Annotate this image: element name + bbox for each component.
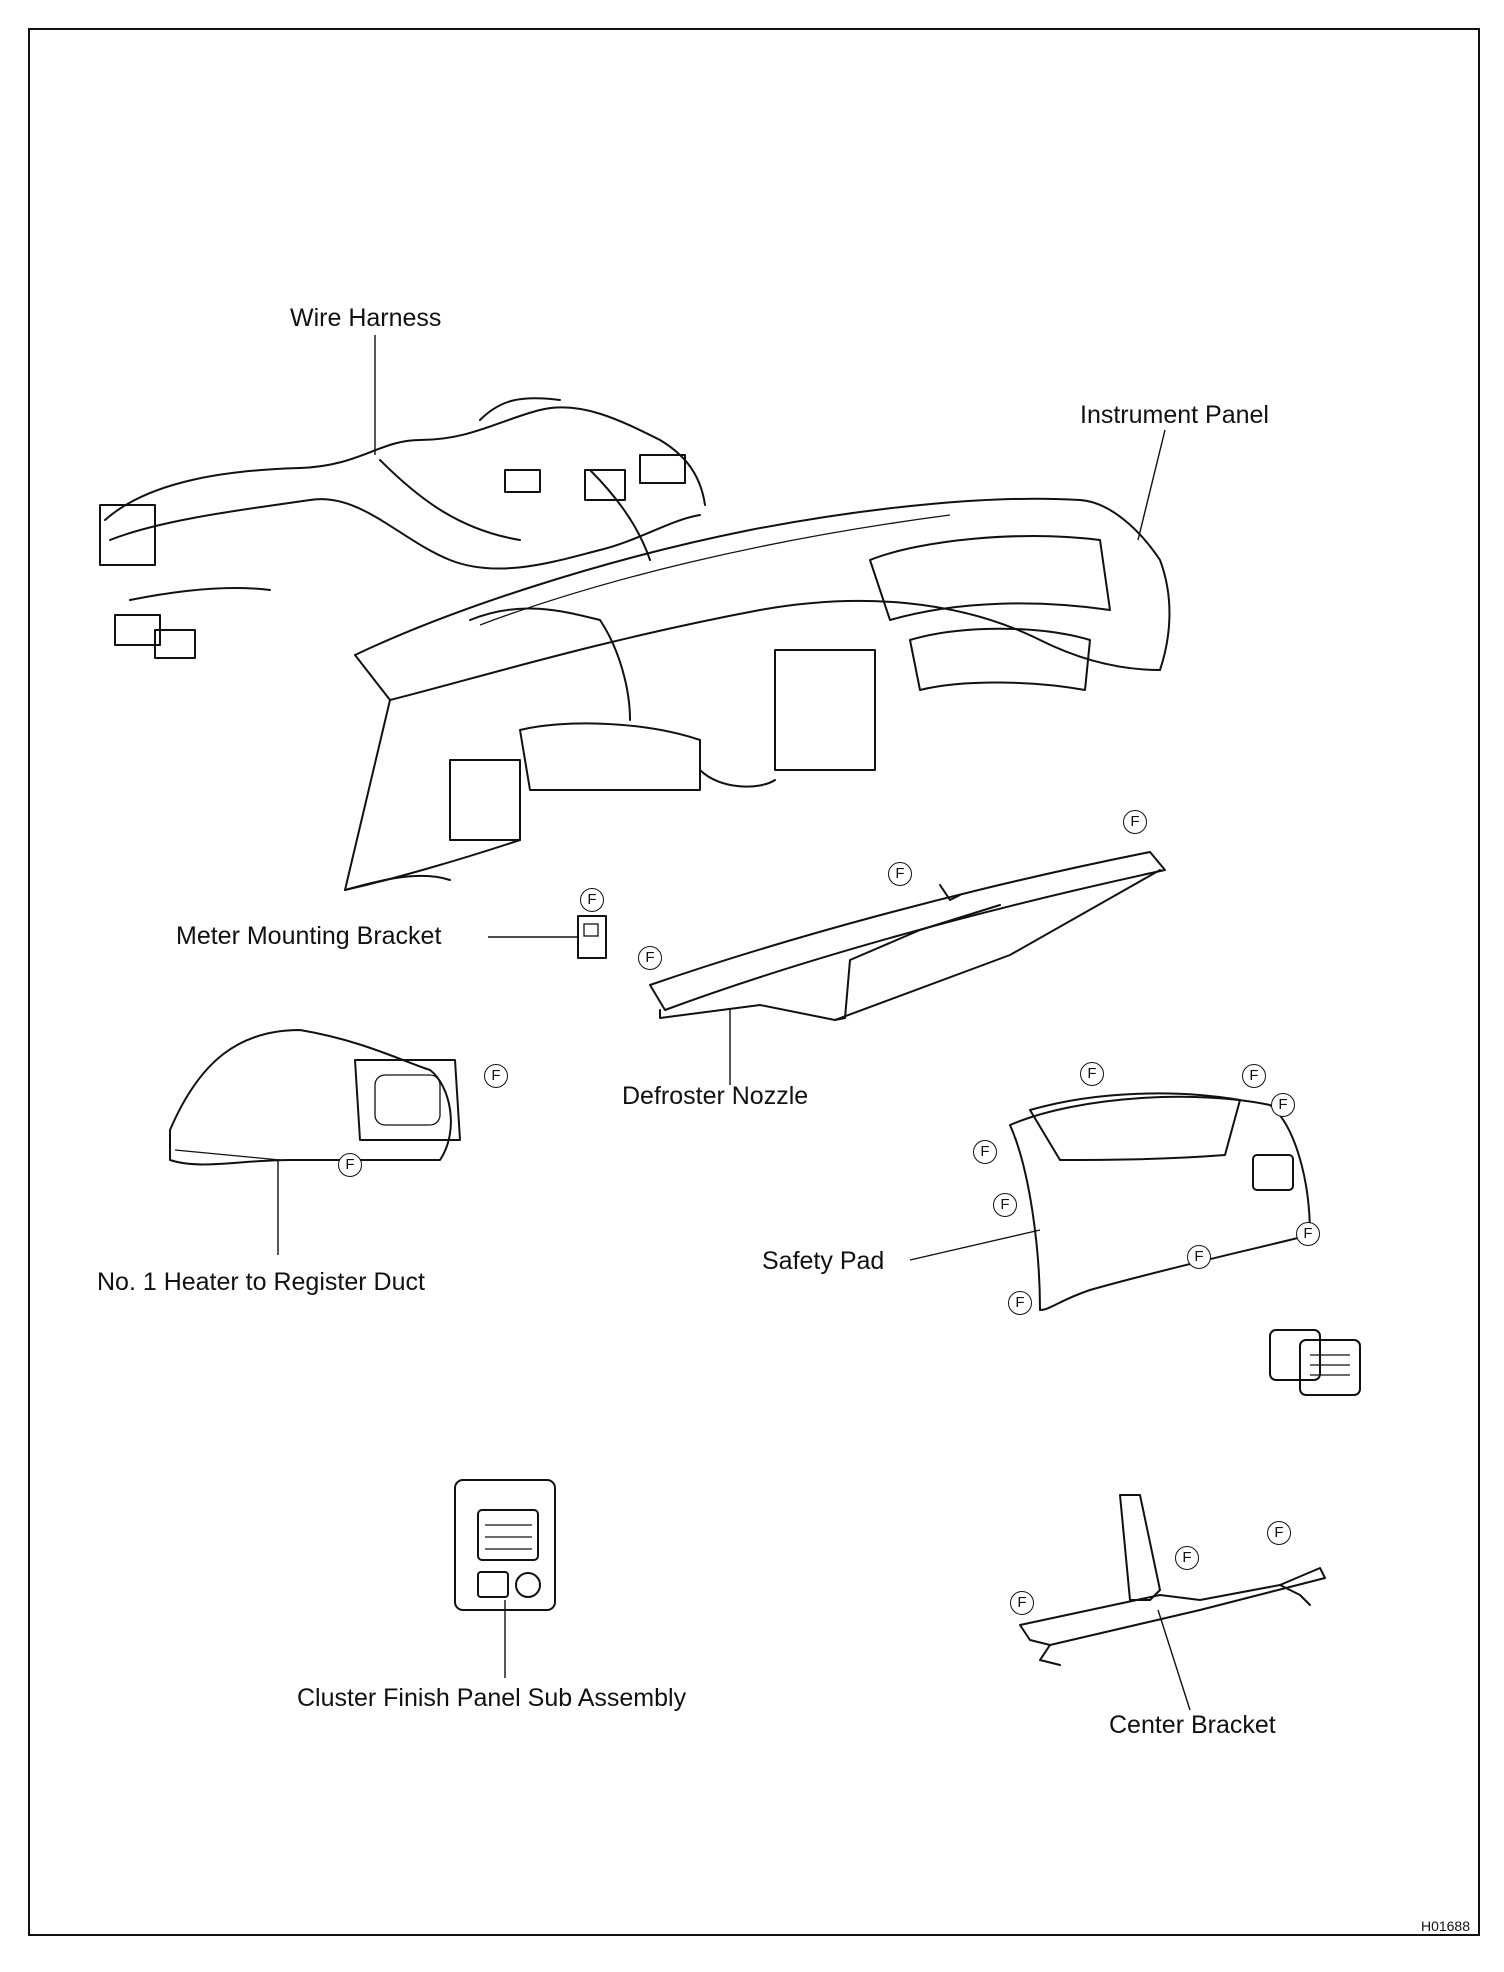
label-center-bracket: Center Bracket — [1109, 1711, 1276, 1739]
label-safety-pad: Safety Pad — [762, 1247, 885, 1275]
fastener-marker: F — [1267, 1521, 1291, 1545]
fastener-marker: F — [993, 1193, 1017, 1217]
side-register-vent-drawing — [1269, 1329, 1361, 1396]
fastener-marker: F — [1008, 1291, 1032, 1315]
figure-code: H01688 — [1420, 1918, 1470, 1934]
fastener-marker: F — [1123, 810, 1147, 834]
defroster-nozzle-drawing — [649, 851, 1166, 1021]
fastener-marker: F — [1010, 1591, 1034, 1615]
label-cluster-finish-panel: Cluster Finish Panel Sub Assembly — [297, 1684, 687, 1712]
label-wire-harness: Wire Harness — [290, 304, 442, 332]
meter-mounting-bracket-drawing — [577, 915, 607, 959]
label-meter-mounting-bracket: Meter Mounting Bracket — [176, 922, 442, 950]
center-bracket-drawing — [1019, 1494, 1326, 1666]
fastener-marker: F — [580, 888, 604, 912]
cluster-finish-panel-drawing — [454, 1479, 556, 1611]
fastener-marker: F — [1080, 1062, 1104, 1086]
label-defroster-nozzle: Defroster Nozzle — [622, 1082, 809, 1110]
heater-duct-drawing — [169, 1029, 461, 1166]
label-instrument-panel: Instrument Panel — [1080, 401, 1269, 429]
instrument-panel-drawing — [344, 497, 1171, 891]
fastener-marker: F — [638, 946, 662, 970]
fastener-marker: F — [1271, 1093, 1295, 1117]
safety-pad-drawing — [1009, 1092, 1311, 1311]
leader-lines — [277, 335, 1191, 1711]
fastener-marker: F — [1242, 1064, 1266, 1088]
fastener-marker: F — [1187, 1245, 1211, 1269]
fastener-marker: F — [973, 1140, 997, 1164]
fastener-marker: F — [888, 862, 912, 886]
fastener-marker: F — [338, 1153, 362, 1177]
fastener-marker: F — [1175, 1546, 1199, 1570]
fastener-marker: F — [484, 1064, 508, 1088]
fastener-marker: F — [1296, 1222, 1320, 1246]
wire-harness-drawing — [99, 397, 706, 659]
diagram-frame — [28, 28, 1480, 1936]
label-heater-duct: No. 1 Heater to Register Duct — [97, 1268, 425, 1296]
